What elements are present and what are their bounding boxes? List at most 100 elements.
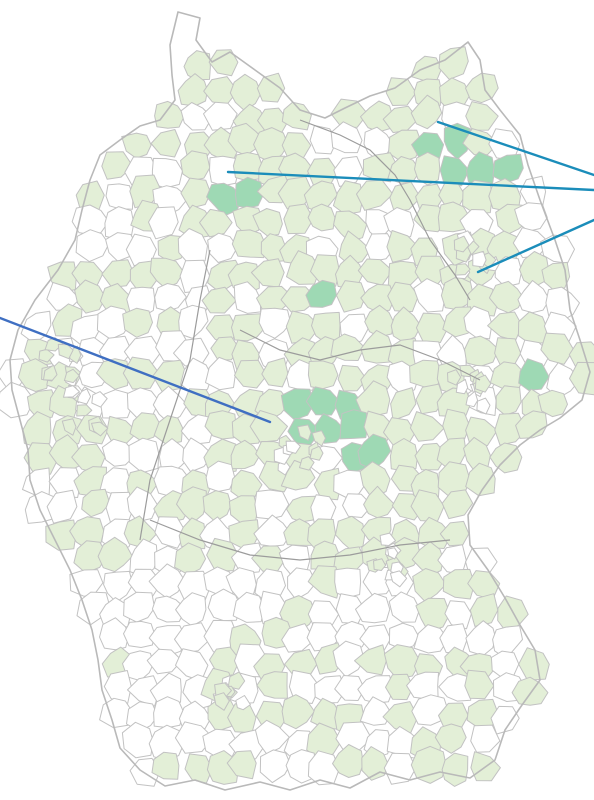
district-region (232, 591, 265, 623)
district-region (334, 567, 362, 599)
district-region (123, 620, 155, 648)
district-region (569, 361, 594, 396)
district-region (360, 329, 394, 364)
district-region-small (453, 235, 470, 253)
district-region (462, 128, 499, 156)
district-region-small (63, 385, 80, 398)
district-region (465, 620, 497, 657)
district-region (122, 307, 153, 338)
district-region-small (91, 391, 108, 408)
district-region (23, 442, 60, 475)
district-region (287, 567, 317, 601)
district-region (81, 488, 111, 518)
district-region (232, 205, 264, 236)
district-region (22, 467, 51, 498)
district-region (517, 280, 550, 314)
district-region (121, 132, 152, 159)
district-region (206, 537, 239, 572)
district-region (332, 744, 364, 778)
state-border-central (239, 329, 481, 381)
district-region (440, 275, 474, 311)
district-region (339, 409, 369, 440)
district-region (514, 202, 548, 232)
state-borders (139, 119, 481, 561)
district-region (356, 179, 394, 211)
district-region (17, 358, 51, 392)
district-region (410, 55, 443, 82)
district-region (24, 491, 58, 524)
district-region (332, 180, 364, 215)
district-region (128, 437, 160, 474)
district-region-small (454, 263, 471, 276)
district-region (22, 411, 52, 448)
district-region (180, 102, 213, 131)
district-region (540, 332, 575, 365)
district-region (305, 279, 337, 308)
district-region (412, 568, 447, 603)
leader-line-nordost (436, 120, 594, 177)
district-region (121, 721, 154, 759)
district-region (330, 121, 363, 154)
district-region (307, 565, 341, 599)
district-region (153, 696, 185, 729)
district-region (101, 438, 137, 467)
district-region (364, 233, 396, 263)
district-region (492, 625, 523, 660)
district-region (150, 129, 182, 158)
district-region (488, 280, 524, 314)
district-region (410, 745, 447, 784)
district-region (357, 433, 392, 471)
district-region-small (447, 369, 462, 386)
district-region (281, 101, 312, 131)
district-region (409, 411, 445, 442)
district-region (383, 644, 421, 680)
district-region (465, 462, 496, 497)
district-region-small (61, 418, 77, 436)
district-region (511, 676, 549, 706)
district-region (253, 514, 292, 547)
district-region (154, 100, 185, 129)
district-region (230, 439, 261, 470)
district-region (180, 150, 211, 181)
district-region (209, 155, 240, 187)
district-region-small (227, 671, 246, 690)
district-region (338, 230, 371, 266)
district-region (465, 101, 499, 131)
district-region (330, 333, 365, 361)
district-region (228, 495, 259, 524)
district-region (231, 229, 266, 259)
district-region (123, 591, 156, 623)
district-region (148, 625, 187, 657)
district-region (357, 258, 393, 286)
district-region (199, 208, 233, 238)
district-region (360, 100, 394, 133)
district-region (127, 675, 160, 707)
district-region (174, 622, 211, 654)
district-region (342, 493, 373, 518)
district-region (207, 588, 242, 622)
district-region (176, 486, 207, 524)
district-region (309, 125, 338, 155)
district-region (442, 568, 475, 600)
district-region (146, 648, 183, 675)
district-region (494, 337, 522, 366)
district-region (0, 381, 35, 419)
district-region (518, 647, 550, 681)
district-region (281, 694, 315, 730)
district-region-small (389, 570, 408, 588)
district-region (232, 152, 263, 182)
district-region (332, 640, 365, 678)
district-region (254, 719, 290, 755)
district-region (444, 600, 472, 630)
district-region (148, 206, 179, 240)
district-region (283, 203, 314, 235)
leader-lines (0, 120, 594, 424)
district-region (258, 307, 292, 339)
district-region (180, 177, 212, 209)
district-region (46, 489, 78, 524)
district-region (494, 412, 527, 446)
district-region (103, 670, 132, 704)
district-region (252, 208, 283, 237)
district-region (235, 176, 264, 209)
